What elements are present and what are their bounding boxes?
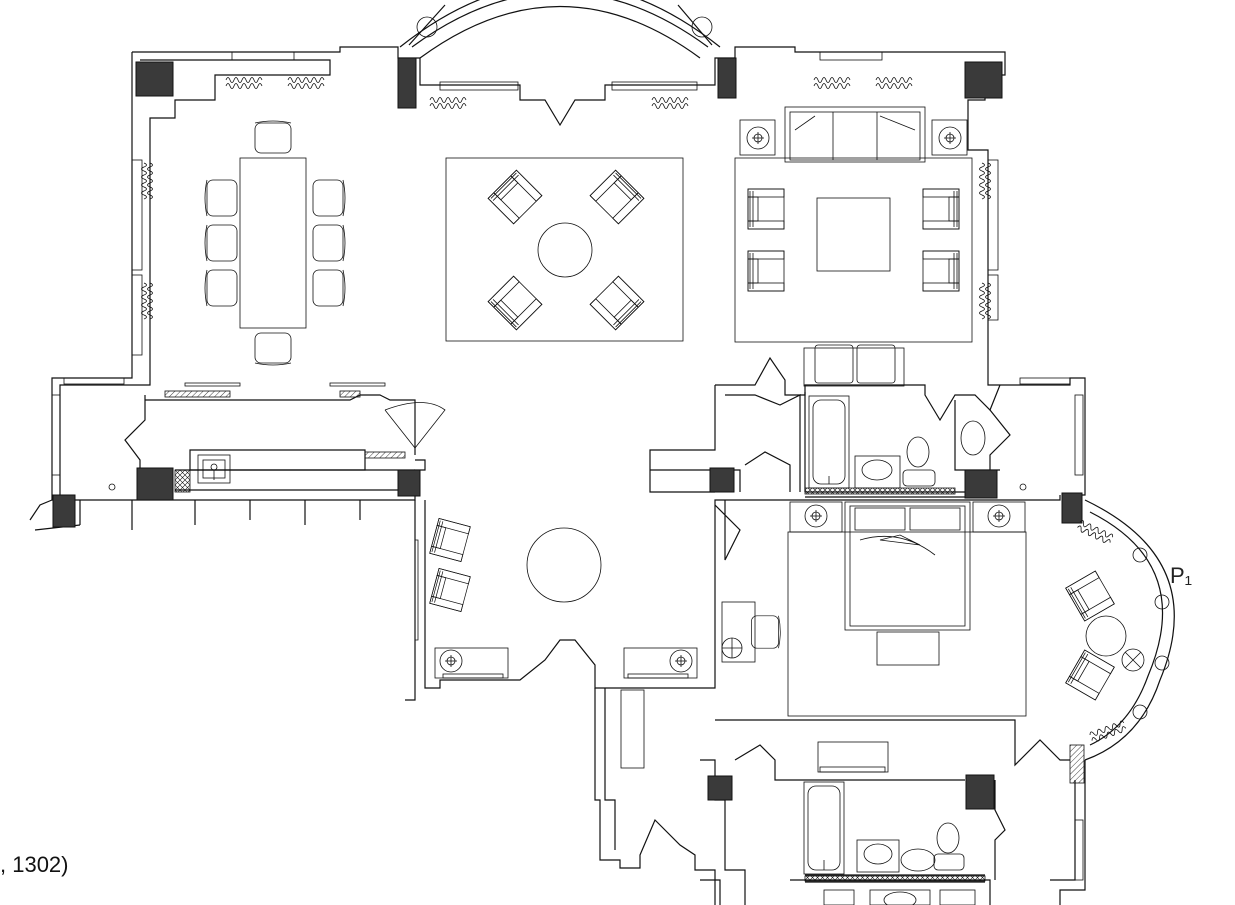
column-icon (397, 57, 417, 109)
chair-icon (751, 615, 781, 649)
lounge-area (445, 157, 684, 342)
round-table (526, 527, 602, 603)
radiator-icon (651, 97, 689, 109)
sitting-area (415, 518, 698, 769)
chair-icon (204, 224, 238, 262)
toilet-icon (902, 436, 936, 487)
round-table (1085, 615, 1127, 657)
armchair-icon (429, 518, 471, 562)
rug (445, 157, 684, 342)
sink-icon (856, 839, 936, 873)
lamp-icon (804, 504, 828, 528)
radiator-icon (1076, 519, 1115, 546)
bed-icon (844, 501, 971, 631)
bay-window (399, 0, 721, 59)
bay-window-right (1069, 499, 1175, 784)
windows (51, 51, 1084, 881)
chair-icon (204, 179, 238, 217)
armchair-icon (589, 275, 645, 331)
armchair-icon (922, 250, 960, 292)
lamp-icon (987, 504, 1011, 528)
lamp-icon (938, 126, 962, 150)
sink-icon (854, 455, 901, 489)
coordinate-readout: , 1302) (0, 852, 69, 877)
column-icon (964, 61, 1003, 99)
lamp-icon (439, 649, 463, 673)
living-area (734, 106, 973, 387)
sofa-icon (784, 106, 926, 163)
room-mark-label: P₁ (1170, 563, 1193, 588)
armchair-icon (487, 169, 543, 225)
armchair-icon (747, 250, 785, 292)
coffee-table (816, 197, 891, 272)
chair-icon (254, 332, 292, 366)
armchair-icon (1065, 649, 1115, 701)
armchair-icon (747, 188, 785, 230)
chair-icon (312, 269, 346, 307)
column-icon (136, 467, 174, 501)
radiator-icon (875, 77, 913, 89)
armchair-icon (589, 169, 645, 225)
round-table (537, 222, 593, 278)
lamp-icon (1121, 648, 1145, 672)
upper-bath (808, 395, 986, 489)
column-icon (707, 775, 733, 801)
radiators (141, 77, 1128, 744)
column-icon (709, 467, 735, 493)
column-icon (135, 61, 174, 97)
basin (960, 420, 986, 456)
lower-bath (803, 741, 976, 905)
radiator-icon (429, 97, 467, 109)
bathtub-icon (803, 781, 845, 875)
column-icon (397, 469, 421, 497)
column-icon (717, 57, 737, 99)
door-icon (384, 402, 446, 449)
armchair-icon (922, 188, 960, 230)
armchair-icon (1065, 570, 1115, 622)
chair-icon (254, 120, 292, 154)
dining-table (239, 157, 307, 329)
bay-sitting (1065, 570, 1145, 701)
column-icon (964, 469, 998, 499)
toilet-icon (933, 822, 965, 871)
dining-area (204, 120, 346, 366)
armchair-icon (429, 568, 471, 612)
radiator-icon (225, 77, 263, 89)
armchair-icon (487, 275, 543, 331)
chair-icon (312, 179, 346, 217)
radiator-icon (141, 162, 153, 200)
radiator-icon (979, 162, 991, 200)
bath-block-walls (649, 356, 1011, 498)
desk (721, 601, 756, 663)
radiator-icon (813, 77, 851, 89)
radiator-icon (979, 282, 991, 320)
column-icon (52, 494, 76, 528)
kitchen-walls (29, 394, 1027, 531)
column-icon (965, 774, 995, 810)
rug (787, 531, 1027, 717)
lamp-icon (669, 649, 693, 673)
lamp-icon (746, 126, 770, 150)
right-walls (700, 495, 1086, 905)
bedroom (721, 501, 1027, 717)
bench (876, 631, 940, 666)
chair-icon (312, 224, 346, 262)
bathtub-icon (808, 395, 850, 489)
chair-icon (204, 269, 238, 307)
radiator-icon (287, 77, 325, 89)
column-icon (1061, 492, 1083, 524)
columns (52, 57, 1083, 810)
rug (734, 157, 973, 343)
radiator-icon (141, 282, 153, 320)
exterior-walls (51, 46, 1086, 905)
